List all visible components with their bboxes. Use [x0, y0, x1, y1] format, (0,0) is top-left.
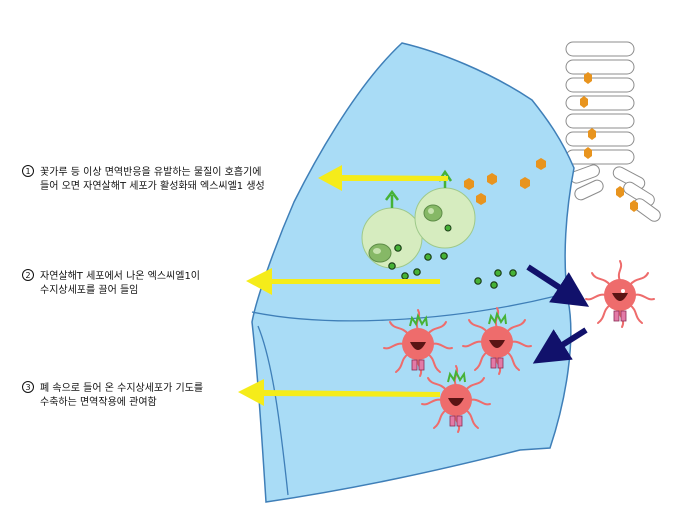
trachea-illustration	[565, 41, 661, 222]
migration-arrow-into-lung	[532, 327, 588, 364]
step-2-line-2: 수지상세포를 끌어 들임	[40, 285, 139, 296]
callout-arrow-2	[246, 268, 440, 295]
step-3-line-1: 폐 속으로 들어 온 수지상세포가 기도를	[40, 383, 204, 394]
dendritic-cell-lung-3	[421, 365, 491, 433]
step-2-line-1: 자연살해T 세포에서 나온 엑스씨엘1이	[40, 271, 201, 282]
nkt-cell-right	[414, 169, 476, 249]
xcl1-chemokine-dots	[388, 244, 517, 289]
lung-fissure-upper	[251, 295, 557, 322]
migration-arrow-in	[526, 264, 590, 307]
dendritic-cell-outside	[585, 260, 655, 328]
step-2-caption: 2 자연살해T 세포에서 나온 엑스씨엘1이 수지상세포를 끌어 들임	[22, 269, 200, 298]
step-1-number: 1	[22, 165, 34, 177]
step-3-number: 3	[22, 381, 34, 393]
step-1-line-2: 들어 오면 자연살해T 세포가 활성화돼 엑스씨엘1 생성	[40, 181, 265, 192]
step-3-line-2: 수축하는 면역작용에 관여함	[40, 397, 157, 408]
step-2-number: 2	[22, 269, 34, 281]
lung-shape	[251, 42, 575, 503]
dendritic-cell-lung-2	[462, 307, 532, 375]
step-3-caption: 3 폐 속으로 들어 온 수지상세포가 기도를 수축하는 면역작용에 관여함	[22, 381, 203, 410]
dendritic-cell-lung-1	[383, 309, 453, 377]
step-1-caption: 1 꽃가루 등 이상 면역반응을 유발하는 물질이 호흡기에 들어 오면 자연살해…	[22, 165, 265, 194]
callout-arrow-3	[238, 379, 440, 406]
step-1-line-1: 꽃가루 등 이상 면역반응을 유발하는 물질이 호흡기에	[40, 167, 262, 178]
callout-arrow-1	[318, 165, 448, 191]
nkt-cell-left	[361, 189, 423, 269]
allergen-particles	[464, 158, 546, 205]
